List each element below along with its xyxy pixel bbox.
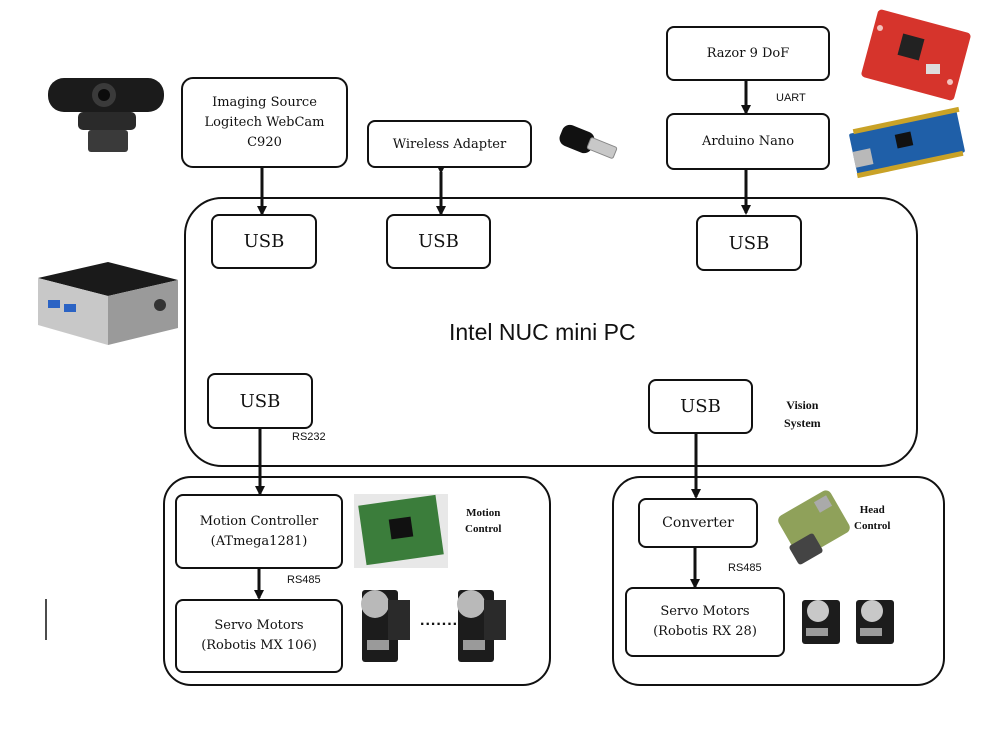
wireless-adapter-box: Wireless Adapter: [367, 120, 532, 168]
rs232-label: RS232: [292, 431, 326, 443]
pc-title: Intel NUC mini PC: [449, 319, 636, 345]
motion-servos-box: Servo Motors (Robotis MX 106): [175, 599, 343, 673]
usb-port-head: USB: [648, 379, 753, 434]
rs485-head-label: RS485: [728, 562, 762, 574]
motion-control-group: [163, 476, 551, 686]
head-control-group: [612, 476, 945, 686]
motion-controller-box: Motion Controller (ATmega1281): [175, 494, 343, 569]
head-control-label: Head Control: [854, 504, 891, 532]
usb-port-arduino: USB: [696, 215, 802, 271]
webcam-box: Imaging Source Logitech WebCam C920: [181, 77, 348, 168]
converter-box: Converter: [638, 498, 758, 548]
servo-chain-dots: .......: [420, 612, 459, 629]
usb-port-motion: USB: [207, 373, 313, 429]
uart-label: UART: [776, 92, 806, 104]
intel-nuc-container: [184, 197, 918, 467]
vision-system-label: Vision System: [784, 398, 821, 430]
usb-port-wireless: USB: [386, 214, 491, 269]
razor-box: Razor 9 DoF: [666, 26, 830, 81]
motion-control-label: Motion Control: [465, 507, 502, 535]
rs485-motion-label: RS485: [287, 574, 321, 586]
arduino-nano-box: Arduino Nano: [666, 113, 830, 170]
usb-port-webcam: USB: [211, 214, 317, 269]
head-servos-box: Servo Motors (Robotis RX 28): [625, 587, 785, 657]
